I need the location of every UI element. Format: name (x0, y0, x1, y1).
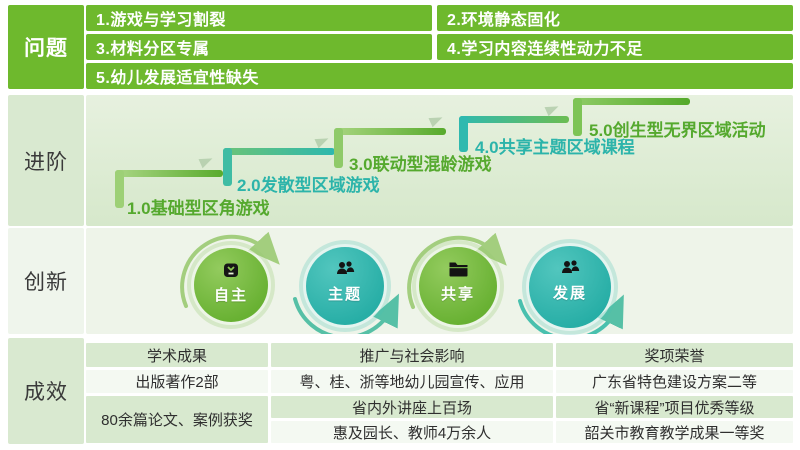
cycle-arrows (180, 231, 624, 334)
circle-label: 主题 (327, 286, 362, 303)
results-col1-header: 学术成果 (86, 343, 268, 367)
theme-circle: 主题 (306, 247, 384, 325)
bag-icon (221, 259, 241, 281)
up-arrow-icon (314, 133, 331, 149)
results-col2-header: 推广与社会影响 (271, 343, 553, 367)
step-3-label: 3.0联动型混龄游戏 (349, 155, 492, 174)
progression-panel: 1.0基础型区角游戏 2.0发散型区域游戏 3.0联动型混龄游戏 4.0共享主题… (86, 95, 793, 226)
group-icon (559, 257, 581, 279)
circle-label: 共享 (440, 286, 475, 303)
step-1-bracket (115, 170, 223, 177)
up-arrow-icon (544, 101, 561, 117)
result-cell: 省“新课程”项目优秀等级 (556, 396, 793, 418)
step-4-bracket-drop (459, 116, 468, 152)
up-arrow-icon (198, 153, 215, 169)
result-cell: 广东省特色建设方案二等 (556, 370, 793, 393)
row-label-innovation: 创新 (8, 228, 84, 334)
step-3-bracket-drop (334, 128, 343, 168)
problem-item-1: 1.游戏与学习割裂 (86, 5, 432, 31)
step-5-label: 5.0创生型无界区域活动 (589, 121, 766, 140)
step-1-label: 1.0基础型区角游戏 (127, 199, 270, 218)
problem-item-5: 5.幼儿发展适宜性缺失 (86, 63, 793, 89)
sharing-circle: 共享 (419, 247, 497, 325)
problem-item-2: 2.环境静态固化 (437, 5, 793, 31)
step-1-bracket-drop (115, 170, 124, 208)
up-arrow-icon (428, 112, 445, 128)
step-2-label: 2.0发散型区域游戏 (237, 176, 380, 195)
results-col3-header: 奖项荣誉 (556, 343, 793, 367)
group-icon (334, 258, 356, 280)
result-cell: 惠及园长、教师4万余人 (271, 421, 553, 443)
problem-item-4: 4.学习内容连续性动力不足 (437, 34, 793, 60)
row-label-problems: 问题 (8, 5, 84, 89)
result-cell: 省内外讲座上百场 (271, 396, 553, 418)
step-3-bracket (334, 128, 446, 135)
step-2-bracket-drop (223, 148, 232, 186)
result-cell: 粤、桂、浙等地幼儿园宣传、应用 (271, 370, 553, 393)
autonomy-circle: 自主 (194, 248, 268, 322)
arc-under-circle-4 (518, 294, 624, 334)
arc-under-circle-2 (293, 293, 399, 334)
innovation-panel: 自主 主题 共享 (86, 228, 793, 334)
result-cell: 出版著作2部 (86, 370, 268, 393)
result-cell: 80余篇论文、案例获奖 (86, 396, 268, 443)
arc-over-circle-1 (180, 231, 280, 308)
step-4-label: 4.0共享主题区域课程 (475, 138, 635, 157)
circle-label: 自主 (213, 287, 248, 304)
result-cell: 韶关市教育教学成果一等奖 (556, 421, 793, 443)
step-2-bracket (223, 148, 335, 155)
folder-icon (448, 258, 469, 280)
row-label-results: 成效 (8, 338, 84, 444)
problem-item-3: 3.材料分区专属 (86, 34, 432, 60)
step-5-bracket (573, 98, 690, 105)
row-label-progression: 进阶 (8, 95, 84, 226)
circle-label: 发展 (552, 285, 587, 302)
development-circle: 发展 (529, 246, 611, 328)
step-4-bracket (459, 116, 569, 123)
arc-over-circle-3 (407, 232, 507, 309)
step-5-bracket-drop (573, 98, 582, 136)
